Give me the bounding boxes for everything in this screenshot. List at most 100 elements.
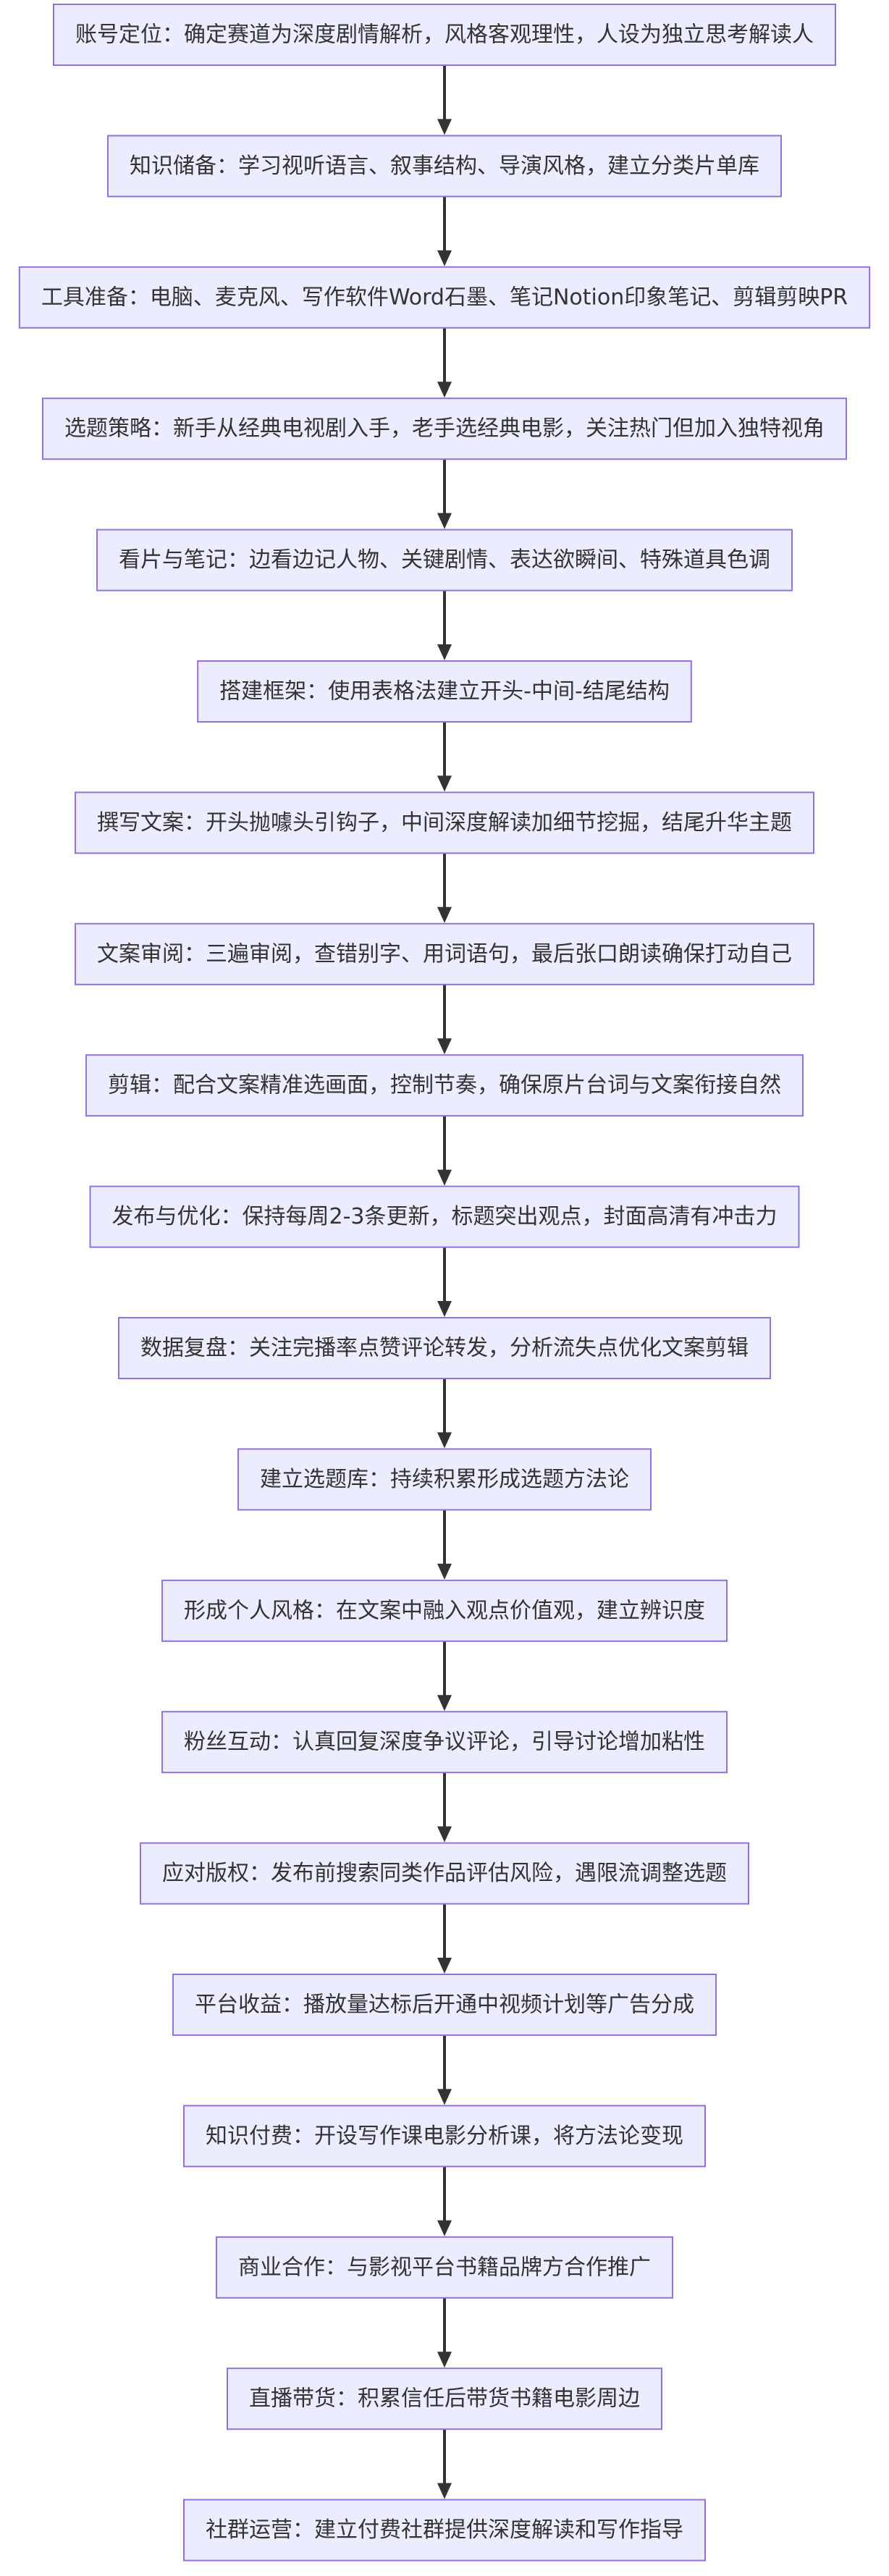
flow-node-label: 撰写文案：开头抛噱头引钩子，中间深度解读加细节挖掘，结尾升华主题 bbox=[97, 810, 792, 835]
flow-node-8: 文案审阅：三遍审阅，查错别字、用词语句，最后张口朗读确保打动自己 bbox=[75, 922, 814, 985]
flow-node-box bbox=[53, 4, 836, 66]
arrow-down-icon bbox=[437, 1432, 452, 1449]
flow-node-4: 选题策略：新手从经典电视剧入手，老手选经典电影，关注热门但加入独特视角 bbox=[42, 397, 847, 460]
flow-node-5: 看片与笔记：边看边记人物、关键剧情、表达欲瞬间、特殊道具色调 bbox=[96, 529, 793, 592]
flow-node-label: 知识付费：开设写作课电影分析课，将方法论变现 bbox=[206, 2123, 683, 2149]
flow-node-10: 发布与优化：保持每周2-3条更新，标题突出观点，封面高清有冲击力 bbox=[89, 1185, 800, 1248]
flow-node-label: 应对版权：发布前搜索同类作品评估风险，遇限流调整选题 bbox=[162, 1861, 727, 1886]
flow-arrow-18 bbox=[437, 2297, 452, 2368]
flow-node-box bbox=[107, 135, 782, 198]
flow-node-13: 形成个人风格：在文案中融入观点价值观，建立辨识度 bbox=[161, 1579, 728, 1642]
arrow-down-icon bbox=[437, 1169, 452, 1186]
flow-node-box bbox=[75, 922, 814, 985]
arrow-down-icon bbox=[437, 1563, 452, 1580]
arrow-down-icon bbox=[437, 382, 452, 398]
flow-arrow-5 bbox=[437, 590, 452, 660]
edges-layer bbox=[437, 65, 452, 2499]
flow-node-box bbox=[96, 529, 793, 592]
flow-arrow-15 bbox=[437, 1903, 452, 1974]
flow-arrow-12 bbox=[437, 1510, 452, 1580]
arrow-down-icon bbox=[437, 2089, 452, 2105]
flow-node-label: 粉丝互动：认真回复深度争议评论，引导讨论增加粘性 bbox=[184, 1730, 705, 1755]
flow-arrow-7 bbox=[437, 853, 452, 923]
flow-node-box bbox=[42, 397, 847, 460]
arrow-down-icon bbox=[437, 644, 452, 660]
flow-node-19: 直播带货：积累信任后带货书籍电影周边 bbox=[227, 2367, 662, 2430]
flow-node-16: 平台收益：播放量达标后开通中视频计划等广告分成 bbox=[172, 1974, 717, 2036]
flow-node-label: 搭建框架：使用表格法建立开头-中间-结尾结构 bbox=[219, 679, 670, 704]
flow-node-2: 知识储备：学习视听语言、叙事结构、导演风格，建立分类片单库 bbox=[107, 135, 782, 198]
flow-node-box bbox=[118, 1317, 771, 1379]
flow-node-14: 粉丝互动：认真回复深度争议评论，引导讨论增加粘性 bbox=[161, 1711, 728, 1774]
flow-arrow-1 bbox=[437, 65, 452, 135]
flow-node-box bbox=[75, 791, 814, 854]
flow-node-box bbox=[85, 1054, 804, 1117]
arrow-down-icon bbox=[437, 2352, 452, 2368]
flow-node-12: 建立选题库：持续积累形成选题方法论 bbox=[237, 1448, 652, 1511]
flow-arrow-2 bbox=[437, 196, 452, 266]
flow-node-label: 数据复盘：关注完播率点赞评论转发，分析流失点优化文案剪辑 bbox=[140, 1336, 749, 1361]
arrow-down-icon bbox=[437, 1958, 452, 1974]
flow-node-box bbox=[161, 1711, 728, 1774]
flow-node-box bbox=[89, 1185, 800, 1248]
arrow-down-icon bbox=[437, 1695, 452, 1712]
flow-node-label: 建立选题库：持续积累形成选题方法论 bbox=[260, 1467, 629, 1492]
arrow-down-icon bbox=[437, 250, 452, 266]
flow-node-18: 商业合作：与影视平台书籍品牌方合作推广 bbox=[216, 2236, 673, 2299]
flow-node-box bbox=[183, 2105, 706, 2168]
flow-node-20: 社群运营：建立付费社群提供深度解读和写作指导 bbox=[183, 2499, 706, 2562]
flow-arrow-11 bbox=[437, 1379, 452, 1449]
arrow-down-icon bbox=[437, 119, 452, 135]
flow-arrow-17 bbox=[437, 2166, 452, 2236]
arrow-down-icon bbox=[437, 906, 452, 923]
flow-node-box bbox=[216, 2236, 673, 2299]
flow-node-label: 直播带货：积累信任后带货书籍电影周边 bbox=[249, 2386, 640, 2412]
flow-node-label: 商业合作：与影视平台书籍品牌方合作推广 bbox=[238, 2255, 651, 2280]
flow-node-box bbox=[140, 1842, 749, 1905]
arrow-down-icon bbox=[437, 1826, 452, 1843]
arrow-down-icon bbox=[437, 1038, 452, 1055]
flow-arrow-13 bbox=[437, 1641, 452, 1712]
flow-node-box bbox=[237, 1448, 652, 1511]
flow-arrow-8 bbox=[437, 984, 452, 1055]
flow-arrow-10 bbox=[437, 1247, 452, 1317]
arrow-down-icon bbox=[437, 775, 452, 792]
flow-node-label: 形成个人风格：在文案中融入观点价值观，建立辨识度 bbox=[184, 1598, 705, 1623]
flow-node-1: 账号定位：确定赛道为深度剧情解析，风格客观理性，人设为独立思考解读人 bbox=[53, 4, 836, 66]
flow-node-label: 选题策略：新手从经典电视剧入手，老手选经典电影，关注热门但加入独特视角 bbox=[64, 416, 825, 442]
flow-node-box bbox=[227, 2367, 662, 2430]
flow-node-label: 平台收益：播放量达标后开通中视频计划等广告分成 bbox=[195, 1992, 694, 2018]
flow-node-box bbox=[172, 1974, 717, 2036]
flow-arrow-19 bbox=[437, 2429, 452, 2499]
flow-node-6: 搭建框架：使用表格法建立开头-中间-结尾结构 bbox=[197, 660, 692, 723]
flow-node-3: 工具准备：电脑、麦克风、写作软件Word石墨、笔记Notion印象笔记、剪辑剪映… bbox=[18, 266, 871, 329]
flow-node-box bbox=[161, 1579, 728, 1642]
flow-node-label: 发布与优化：保持每周2-3条更新，标题突出观点，封面高清有冲击力 bbox=[112, 1204, 778, 1229]
arrow-down-icon bbox=[437, 2483, 452, 2499]
arrow-down-icon bbox=[437, 1301, 452, 1317]
flow-node-label: 账号定位：确定赛道为深度剧情解析，风格客观理性，人设为独立思考解读人 bbox=[75, 22, 814, 48]
flow-node-label: 看片与笔记：边看边记人物、关键剧情、表达欲瞬间、特殊道具色调 bbox=[119, 547, 770, 573]
flow-node-15: 应对版权：发布前搜索同类作品评估风险，遇限流调整选题 bbox=[140, 1842, 749, 1905]
flow-arrow-14 bbox=[437, 1772, 452, 1843]
flow-node-label: 文案审阅：三遍审阅，查错别字、用词语句，最后张口朗读确保打动自己 bbox=[97, 941, 792, 967]
flow-node-9: 剪辑：配合文案精准选画面，控制节奏，确保原片台词与文案衔接自然 bbox=[85, 1054, 804, 1117]
flow-node-11: 数据复盘：关注完播率点赞评论转发，分析流失点优化文案剪辑 bbox=[118, 1317, 771, 1379]
flow-node-box bbox=[197, 660, 692, 723]
flow-node-box bbox=[18, 266, 871, 329]
arrow-down-icon bbox=[437, 513, 452, 529]
flow-arrow-16 bbox=[437, 2035, 452, 2105]
flow-arrow-3 bbox=[437, 327, 452, 398]
flow-arrow-4 bbox=[437, 459, 452, 529]
flow-node-label: 知识储备：学习视听语言、叙事结构、导演风格，建立分类片单库 bbox=[130, 153, 759, 179]
flow-node-label: 剪辑：配合文案精准选画面，控制节奏，确保原片台词与文案衔接自然 bbox=[108, 1073, 781, 1098]
flow-arrow-9 bbox=[437, 1116, 452, 1186]
flow-node-label: 社群运营：建立付费社群提供深度解读和写作指导 bbox=[206, 2517, 683, 2543]
flow-node-label: 工具准备：电脑、麦克风、写作软件Word石墨、笔记Notion印象笔记、剪辑剪映… bbox=[41, 285, 848, 310]
nodes-layer: 账号定位：确定赛道为深度剧情解析，风格客观理性，人设为独立思考解读人知识储备：学… bbox=[18, 4, 871, 2562]
flow-node-box bbox=[183, 2499, 706, 2562]
flow-node-7: 撰写文案：开头抛噱头引钩子，中间深度解读加细节挖掘，结尾升华主题 bbox=[75, 791, 814, 854]
flow-arrow-6 bbox=[437, 722, 452, 792]
flow-node-17: 知识付费：开设写作课电影分析课，将方法论变现 bbox=[183, 2105, 706, 2168]
